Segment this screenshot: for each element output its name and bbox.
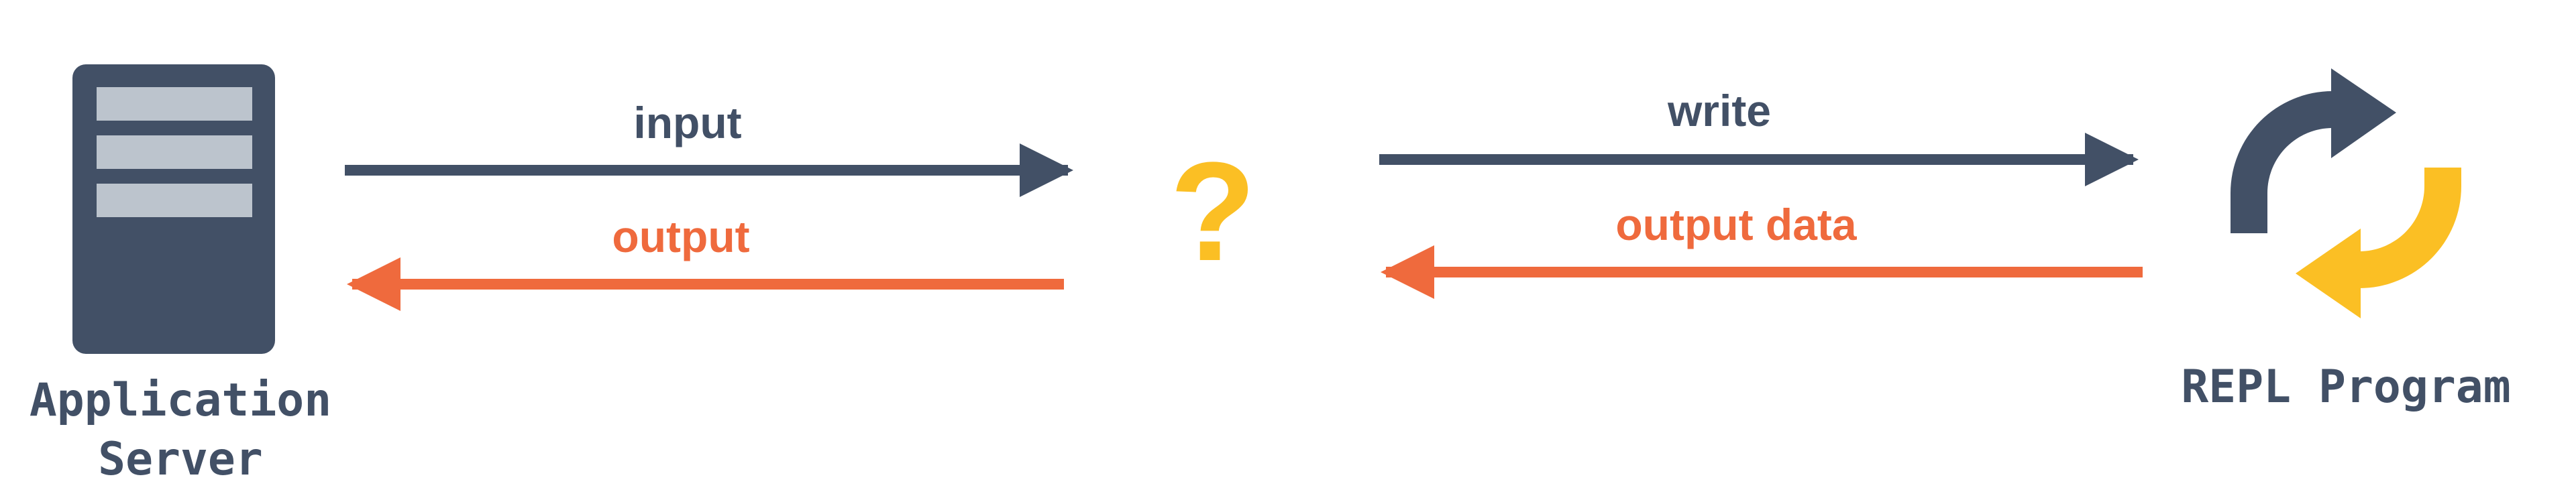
output-data-arrow-label: output data	[1615, 200, 1858, 249]
question-mark-icon: ?	[1170, 133, 1256, 290]
server-label-line2: Server	[98, 433, 263, 486]
server-icon	[72, 64, 275, 354]
repl-label: REPL Program	[2181, 361, 2510, 414]
output-arrow-label: output	[612, 212, 749, 261]
server-label-line1: Application	[30, 374, 331, 427]
input-arrow-label: input	[633, 98, 741, 147]
refresh-cycle-icon	[2231, 68, 2461, 318]
write-arrow-label: write	[1667, 86, 1771, 135]
